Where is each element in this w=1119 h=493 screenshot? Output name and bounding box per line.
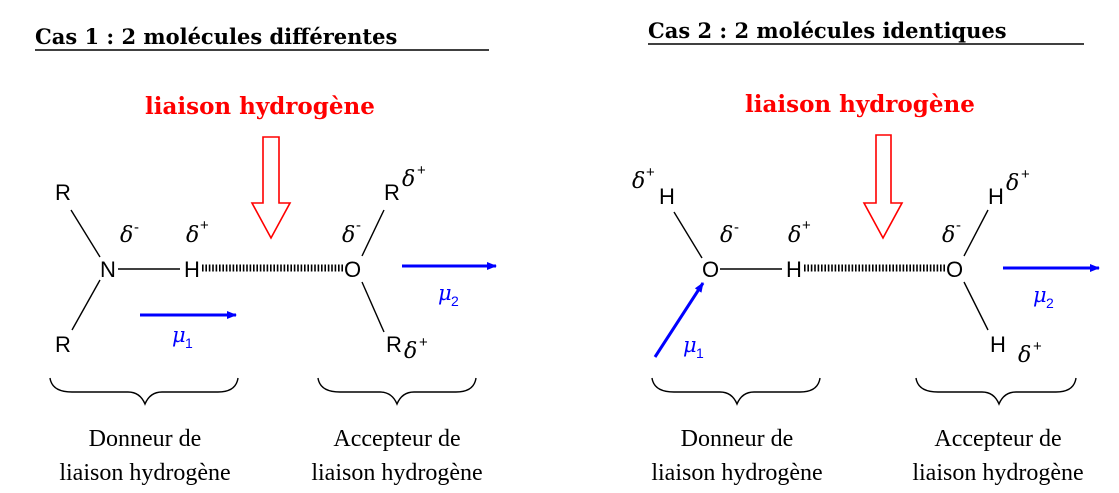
case1-bond-o-r-bottom bbox=[361, 281, 385, 333]
case2-acc-h-top-plus: + bbox=[1021, 166, 1030, 183]
case1-mu2: μ bbox=[438, 281, 452, 305]
case2-dipole-mu1-arrow bbox=[653, 282, 705, 358]
case2-acc-h-bottom-plus: + bbox=[1033, 338, 1042, 355]
case1-acceptor-caption-line1: Accepteur de bbox=[333, 426, 460, 452]
case1-r-top-plus: + bbox=[417, 162, 426, 179]
case2-donor-brace bbox=[651, 377, 821, 406]
case1-donor-brace bbox=[49, 377, 239, 406]
case1-hbond-label: liaison hydrogène bbox=[145, 93, 375, 120]
case1-bond-r-n-bottom bbox=[71, 279, 101, 331]
case2-acceptor-o: O bbox=[946, 257, 963, 282]
case2-acceptor-h-top: H bbox=[988, 184, 1004, 209]
case2-bond-o-h-top bbox=[963, 209, 989, 257]
case2-o-minus: - bbox=[734, 219, 739, 236]
case2-acc-h-bottom-delta: δ bbox=[1018, 343, 1031, 368]
case2-h-plus: + bbox=[802, 217, 811, 234]
case1-donor-r-top: R bbox=[55, 180, 71, 205]
case1-h-plus: + bbox=[200, 217, 209, 234]
case1-bond-o-r-top bbox=[361, 209, 385, 257]
case1-acceptor-r-bottom: R bbox=[386, 332, 402, 357]
case2-o-delta: δ bbox=[720, 223, 733, 248]
case2-hbond-arrow bbox=[862, 134, 904, 240]
case1-mu1-sub: 1 bbox=[185, 335, 193, 351]
case2-bond-o-h-bottom bbox=[963, 281, 989, 331]
case2-mu1-sub: 1 bbox=[696, 345, 704, 361]
case2-acc-h-top-delta: δ bbox=[1006, 171, 1019, 196]
case1-mu1: μ bbox=[172, 323, 186, 347]
case2-panel: Cas 2 : 2 molécules identiques liaison h… bbox=[632, 18, 1100, 486]
case2-hbond-label: liaison hydrogène bbox=[745, 91, 975, 118]
case2-donor-h: H bbox=[786, 257, 802, 282]
case2-bond-h-o-top bbox=[673, 211, 703, 259]
case2-donor-caption-line2: liaison hydrogène bbox=[651, 460, 822, 486]
case2-donor-h-top: H bbox=[659, 184, 675, 209]
case2-h-delta: δ bbox=[788, 223, 801, 248]
case1-bond-r-n-top bbox=[70, 209, 101, 258]
case1-donor-caption-line2: liaison hydrogène bbox=[59, 460, 230, 486]
case1-r-bottom-plus: + bbox=[419, 334, 428, 351]
case2-acceptor-h-bottom: H bbox=[990, 332, 1006, 357]
case1-mu2-sub: 2 bbox=[451, 293, 459, 309]
case1-n-minus: - bbox=[134, 219, 139, 236]
case2-title: Cas 2 : 2 molécules identiques bbox=[648, 18, 1007, 43]
case2-acceptor-o-minus: - bbox=[956, 217, 961, 234]
case2-mu2: μ bbox=[1033, 283, 1047, 307]
case2-acceptor-caption-line2: liaison hydrogène bbox=[912, 460, 1083, 486]
case1-r-top-delta: δ bbox=[402, 167, 415, 192]
case2-h-top-delta: δ bbox=[632, 169, 645, 194]
case1-donor-n: N bbox=[100, 257, 116, 282]
case1-acceptor-r-top: R bbox=[384, 180, 400, 205]
case2-donor-o: O bbox=[702, 257, 719, 282]
case2-acceptor-brace bbox=[915, 377, 1077, 406]
case1-n-delta: δ bbox=[120, 223, 133, 248]
case1-title: Cas 1 : 2 molécules différentes bbox=[35, 24, 397, 49]
case1-acceptor-o: O bbox=[344, 257, 361, 282]
case2-acceptor-o-delta: δ bbox=[942, 223, 955, 248]
case2-donor-caption-line1: Donneur de bbox=[681, 426, 794, 452]
case1-acceptor-caption-line2: liaison hydrogène bbox=[311, 460, 482, 486]
case1-panel: Cas 1 : 2 molécules différentes liaison … bbox=[35, 24, 497, 486]
case2-mu1: μ bbox=[683, 333, 697, 357]
case1-h-delta: δ bbox=[186, 223, 199, 248]
case1-o-minus: - bbox=[356, 217, 361, 234]
case1-donor-h: H bbox=[184, 257, 200, 282]
case1-donor-caption-line1: Donneur de bbox=[89, 426, 202, 452]
case1-hbond-arrow bbox=[250, 136, 292, 240]
case1-donor-r-bottom: R bbox=[55, 332, 71, 357]
case1-o-delta: δ bbox=[342, 223, 355, 248]
case2-acceptor-caption-line1: Accepteur de bbox=[934, 426, 1061, 452]
case2-h-top-plus: + bbox=[646, 164, 655, 181]
case1-r-bottom-delta: δ bbox=[404, 339, 417, 364]
case2-mu2-sub: 2 bbox=[1046, 295, 1054, 311]
case1-acceptor-brace bbox=[317, 377, 477, 406]
